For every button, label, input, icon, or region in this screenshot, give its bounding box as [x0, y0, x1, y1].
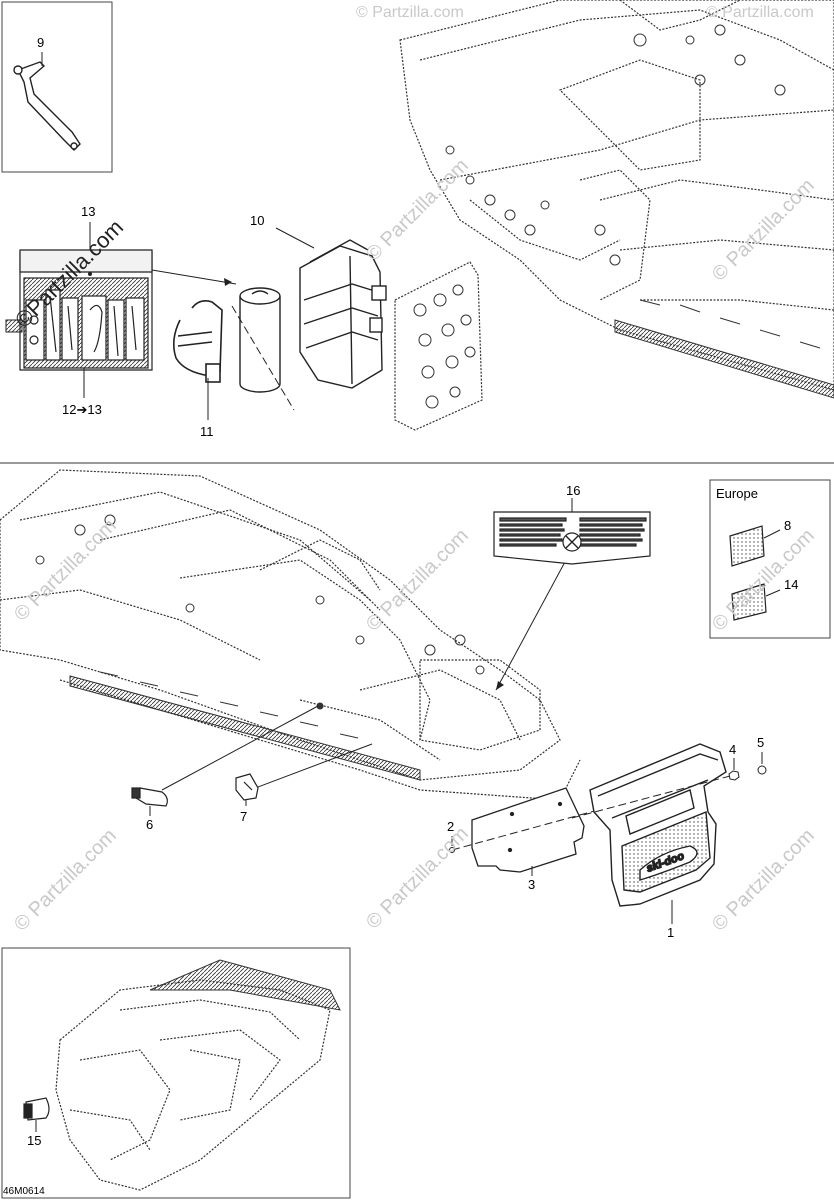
callout-3: 3	[528, 877, 536, 892]
callout-6: 6	[146, 817, 154, 832]
item-6-part	[131, 787, 168, 807]
callout-11: 11	[200, 424, 214, 439]
item-13-toolkit	[19, 249, 153, 371]
item-14-reflector	[731, 583, 767, 621]
upper-chassis-frame	[399, 0, 834, 391]
callout-15: 15	[27, 1133, 42, 1148]
item-10-toolbox-cover	[299, 239, 387, 389]
callout-2: 2	[447, 819, 455, 834]
bolt-axis-right	[571, 775, 731, 819]
callout-13: 13	[81, 204, 96, 219]
cylinder-axis	[231, 305, 295, 411]
leader-13-to-cylinder	[151, 269, 237, 285]
callout-12-13: 12➔13	[62, 402, 102, 417]
lower-running-board	[69, 675, 421, 781]
upper-running-board	[614, 319, 834, 399]
item-11-strap	[172, 300, 223, 383]
europe-box	[709, 479, 831, 639]
callout-16: 16	[566, 483, 581, 498]
europe-label: Europe	[716, 486, 758, 501]
upper-frame-holes	[445, 24, 786, 266]
side-panel-holes	[413, 284, 476, 409]
item-8-reflector	[729, 525, 765, 567]
callout-9: 9	[37, 35, 45, 50]
leader-16	[495, 559, 567, 691]
toolkit-shelf-stub	[5, 319, 23, 333]
leader-6	[161, 705, 319, 791]
callout-4: 4	[729, 742, 737, 757]
lower-footrest-slots	[99, 671, 359, 739]
callout-14: 14	[784, 577, 799, 592]
item-2-fastener	[449, 847, 455, 853]
item-5-washer	[757, 765, 767, 775]
item-7-part	[235, 773, 259, 801]
item-3-plate	[471, 787, 585, 873]
item-1-rear-cover: ski-doo	[589, 743, 727, 907]
item-4-nut	[728, 770, 740, 781]
item-15-hood-frame	[55, 979, 331, 1191]
drawing-code: 46M0614	[3, 1186, 45, 1197]
inset-box-9	[1, 1, 113, 173]
item-9-wrench	[13, 61, 81, 151]
bolt-axis-left	[451, 809, 599, 851]
lower-frame-holes	[35, 514, 485, 710]
item-15-part	[23, 1097, 50, 1121]
callout-1: 1	[667, 925, 675, 940]
callout-10: 10	[250, 213, 265, 228]
toolkit-cylinder	[239, 287, 281, 393]
callout-5: 5	[757, 735, 765, 750]
callout-8: 8	[784, 518, 792, 533]
hood-hatch-strip	[149, 959, 341, 1011]
lower-chassis-frame	[0, 469, 581, 801]
leader-10	[275, 227, 315, 249]
leader-7	[249, 743, 373, 791]
item-16-decal	[493, 511, 651, 565]
upper-footrest-slots	[639, 299, 821, 349]
callout-7: 7	[240, 809, 248, 824]
side-panel-plate	[394, 261, 483, 431]
inset-box-15	[1, 947, 351, 1199]
